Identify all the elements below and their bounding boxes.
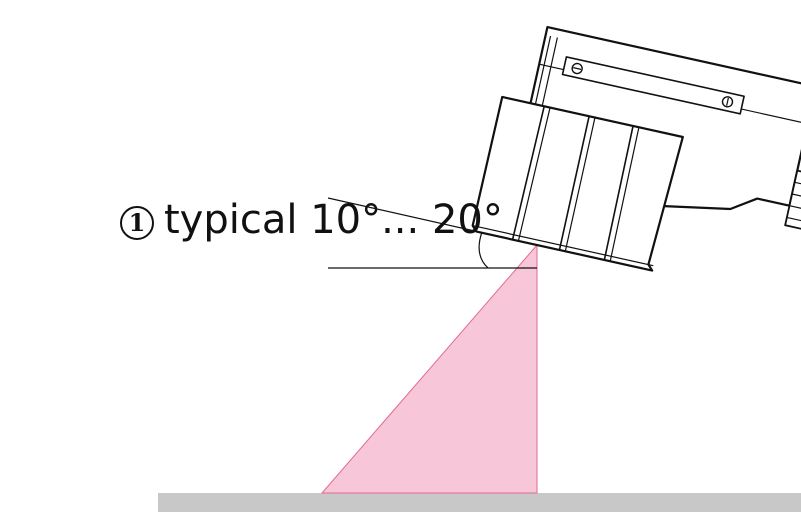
callout-number: 1 bbox=[120, 206, 154, 240]
angle-text: typical 10°... 20° bbox=[164, 197, 503, 243]
angle-annotation: 1 typical 10°... 20° bbox=[120, 196, 503, 244]
angle-arc bbox=[478, 231, 489, 269]
light-beam bbox=[320, 243, 538, 494]
measurement-surface bbox=[158, 493, 801, 512]
sensor-device bbox=[471, 25, 801, 272]
mounting-rail bbox=[561, 56, 745, 115]
connector bbox=[784, 169, 801, 231]
